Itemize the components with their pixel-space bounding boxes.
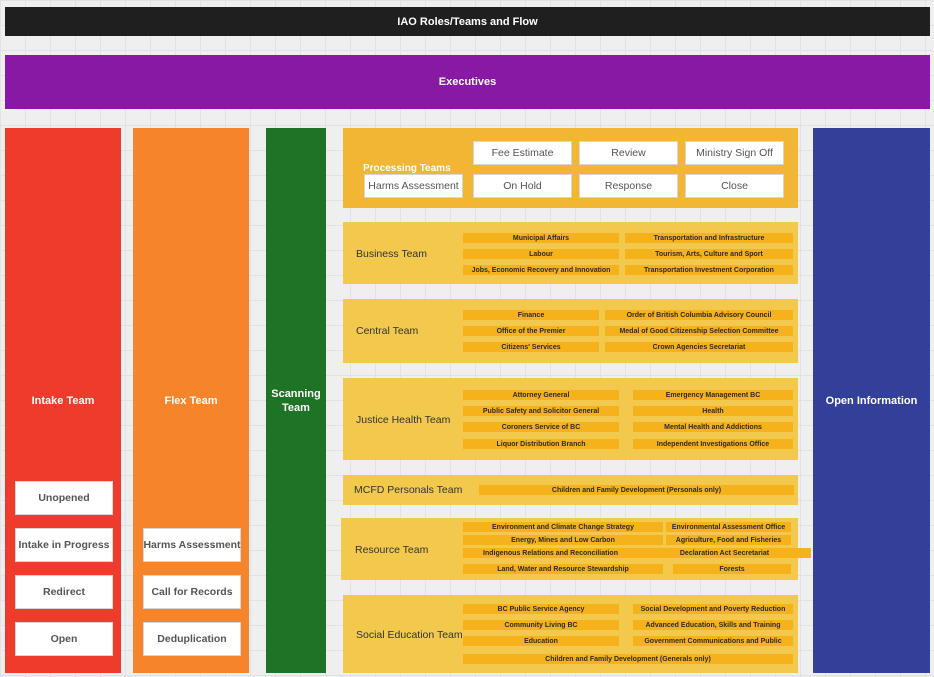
ministry-chip: Transportation Investment Corporation <box>625 265 793 275</box>
ministry-chip: Social Development and Poverty Reduction <box>633 604 793 614</box>
ministry-chip: Finance <box>463 310 599 320</box>
ministry-chip: Emergency Management BC <box>633 390 793 400</box>
ministry-chip: Children and Family Development (Persona… <box>479 485 794 495</box>
flex-team-column: Flex Team Harms Assessment Call for Reco… <box>133 128 249 673</box>
mcfd-personals-team-panel: MCFD Personals Team Children and Family … <box>343 475 798 505</box>
ministry-chip: Labour <box>463 249 619 259</box>
status-open[interactable]: Open <box>15 622 113 656</box>
ministry-chip: Independent Investigations Office <box>633 439 793 449</box>
diagram-title: IAO Roles/Teams and Flow <box>5 7 930 36</box>
status-call-for-records[interactable]: Call for Records <box>143 575 241 609</box>
scanning-team-label-line2: Team <box>282 402 310 414</box>
flex-team-label: Flex Team <box>164 395 218 407</box>
team-name: Social Education Team <box>356 629 463 641</box>
status-on-hold[interactable]: On Hold <box>473 174 572 198</box>
ministry-chip: Coroners Service of BC <box>463 422 619 432</box>
social-education-team-panel: Social Education Team BC Public Service … <box>343 595 798 673</box>
ministry-chip: Agriculture, Food and Fisheries <box>666 535 791 545</box>
justice-health-team-panel: Justice Health Team Attorney General Eme… <box>343 378 798 460</box>
ministry-chip: Indigenous Relations and Reconciliation <box>463 548 638 558</box>
scanning-team-column: Scanning Team <box>266 128 326 673</box>
team-name: MCFD Personals Team <box>354 484 463 496</box>
status-response[interactable]: Response <box>579 174 678 198</box>
intake-team-column: Intake Team Unopened Intake in Progress … <box>5 128 121 673</box>
status-fee-estimate[interactable]: Fee Estimate <box>473 141 572 165</box>
open-information-column: Open Information <box>813 128 930 673</box>
ministry-chip: Declaration Act Secretariat <box>638 548 811 558</box>
ministry-chip: Office of the Premier <box>463 326 599 336</box>
ministry-chip: Children and Family Development (General… <box>463 654 793 664</box>
status-intake-in-progress[interactable]: Intake in Progress <box>15 528 113 562</box>
ministry-chip: Environment and Climate Change Strategy <box>463 522 663 532</box>
status-deduplication[interactable]: Deduplication <box>143 622 241 656</box>
resource-team-panel: Resource Team Environment and Climate Ch… <box>341 518 811 580</box>
ministry-chip: Land, Water and Resource Stewardship <box>463 564 663 574</box>
ministry-chip: Citizens' Services <box>463 342 599 352</box>
ministry-chip: Jobs, Economic Recovery and Innovation <box>463 265 619 275</box>
ministry-chip: Liquor Distribution Branch <box>463 439 619 449</box>
status-harms-assessment[interactable]: Harms Assessment <box>143 528 241 562</box>
ministry-chip: Advanced Education, Skills and Training <box>633 620 793 630</box>
ministry-chip: Government Communications and Public <box>633 636 793 646</box>
status-review[interactable]: Review <box>579 141 678 165</box>
ministry-chip: Municipal Affairs <box>463 233 619 243</box>
ministry-chip: Tourism, Arts, Culture and Sport <box>625 249 793 259</box>
ministry-chip: Environmental Assessment Office <box>666 522 791 532</box>
status-close[interactable]: Close <box>685 174 784 198</box>
team-name: Resource Team <box>355 544 429 556</box>
ministry-chip: Mental Health and Addictions <box>633 422 793 432</box>
ministry-chip: Education <box>463 636 619 646</box>
intake-team-label: Intake Team <box>31 395 95 407</box>
ministry-chip: Health <box>633 406 793 416</box>
ministry-chip: Energy, Mines and Low Carbon <box>463 535 663 545</box>
ministry-chip: Forests <box>673 564 791 574</box>
processing-teams-panel: Processing Teams Fee Estimate Review Min… <box>343 128 798 208</box>
ministry-chip: Community Living BC <box>463 620 619 630</box>
central-team-panel: Central Team Finance Order of British Co… <box>343 299 798 363</box>
status-unopened[interactable]: Unopened <box>15 481 113 515</box>
business-team-panel: Business Team Municipal Affairs Transpor… <box>343 222 798 284</box>
status-redirect[interactable]: Redirect <box>15 575 113 609</box>
ministry-chip: Order of British Columbia Advisory Counc… <box>605 310 793 320</box>
ministry-chip: BC Public Service Agency <box>463 604 619 614</box>
processing-teams-label: Processing Teams <box>363 163 451 174</box>
status-ministry-sign-off[interactable]: Ministry Sign Off <box>685 141 784 165</box>
team-name: Business Team <box>356 248 428 260</box>
ministry-chip: Transportation and Infrastructure <box>625 233 793 243</box>
team-name: Justice Health Team <box>356 414 451 426</box>
open-information-label: Open Information <box>825 395 918 407</box>
team-name: Central Team <box>356 325 419 337</box>
scanning-team-label-line1: Scanning <box>271 388 321 400</box>
status-harms-assessment-processing[interactable]: Harms Assessment <box>364 174 463 198</box>
ministry-chip: Crown Agencies Secretariat <box>605 342 793 352</box>
ministry-chip: Medal of Good Citizenship Selection Comm… <box>605 326 793 336</box>
executives-bar: Executives <box>5 55 930 109</box>
ministry-chip: Public Safety and Solicitor General <box>463 406 619 416</box>
ministry-chip: Attorney General <box>463 390 619 400</box>
